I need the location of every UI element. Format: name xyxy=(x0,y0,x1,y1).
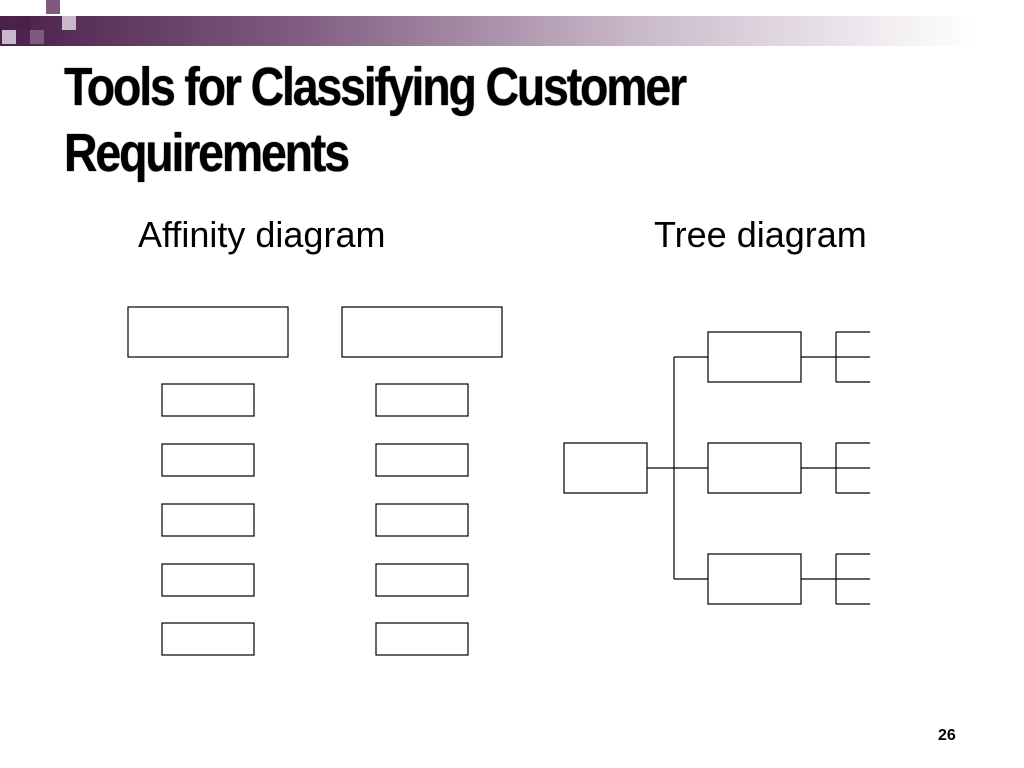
affinity-item-box xyxy=(161,563,255,597)
header-gradient-bar xyxy=(0,16,1024,46)
affinity-item-box xyxy=(161,443,255,477)
affinity-diagram xyxy=(127,306,503,656)
decor-square-5 xyxy=(2,30,16,44)
tree-branch-box xyxy=(707,442,802,494)
affinity-item-box xyxy=(375,563,469,597)
affinity-item-box xyxy=(161,503,255,537)
slide-title-line-1: Tools for Classifying Customer xyxy=(64,57,687,117)
affinity-header-box-1 xyxy=(127,306,289,358)
tree-root-box xyxy=(563,442,648,494)
tree-branch-box xyxy=(707,331,802,383)
affinity-item-box xyxy=(375,622,469,656)
tree-diagram-label: Tree diagram xyxy=(654,214,867,255)
affinity-item-box xyxy=(161,383,255,417)
decor-square-2 xyxy=(46,0,60,14)
tree-branch-box xyxy=(707,553,802,605)
affinity-header-box-2 xyxy=(341,306,503,358)
tree-diagram xyxy=(563,331,870,605)
slide-title-line-2: Requirements xyxy=(64,123,350,183)
page-number: 26 xyxy=(938,727,956,744)
affinity-item-box xyxy=(161,622,255,656)
affinity-item-box xyxy=(375,503,469,537)
affinity-diagram-label: Affinity diagram xyxy=(138,214,386,255)
affinity-item-box xyxy=(375,443,469,477)
decor-square-3 xyxy=(30,30,44,44)
affinity-item-box xyxy=(375,383,469,417)
decor-square-4 xyxy=(62,16,76,30)
decor-square-1 xyxy=(16,16,30,30)
slide-title: Tools for Classifying Customer Requireme… xyxy=(64,54,838,186)
